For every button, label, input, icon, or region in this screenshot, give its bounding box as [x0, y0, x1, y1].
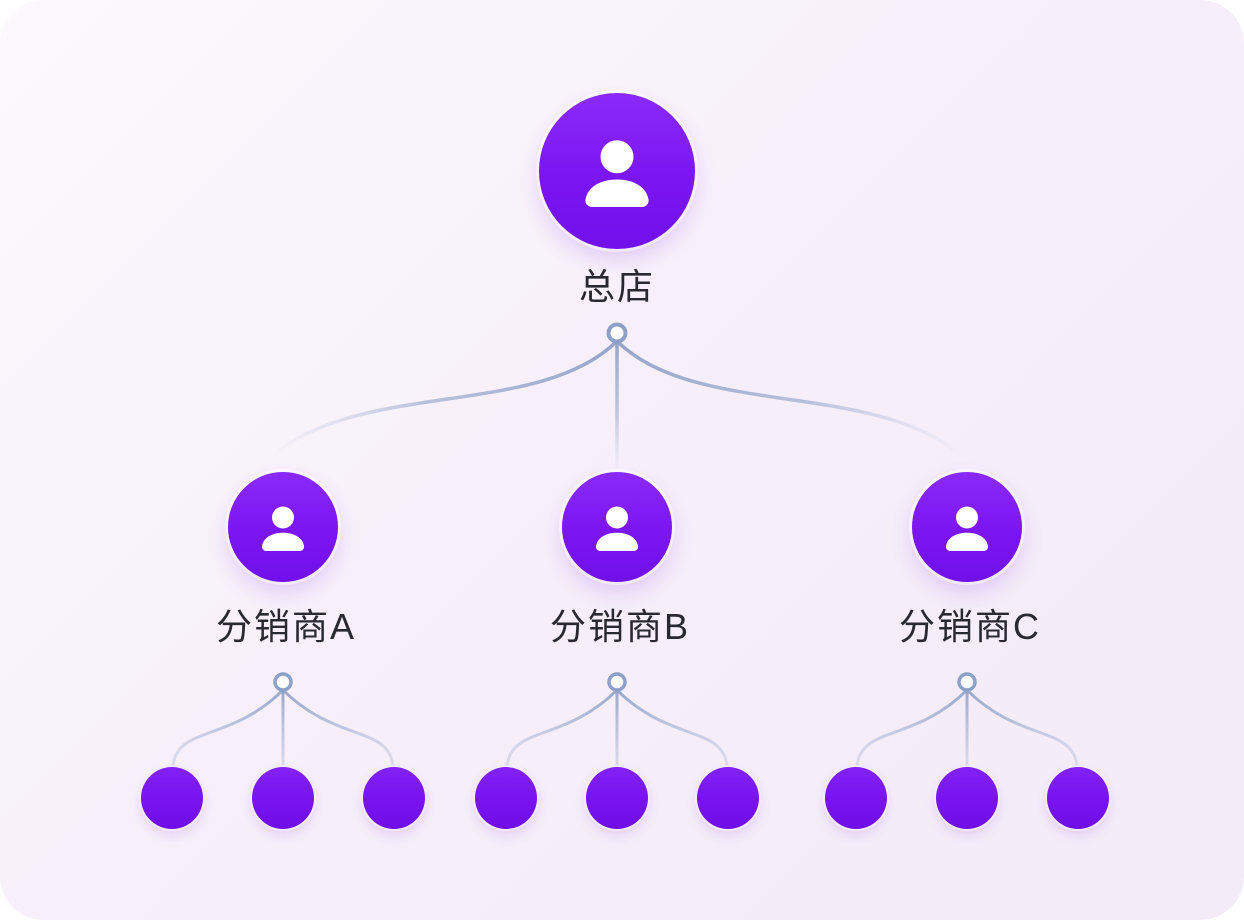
distributor-c-label: 分销商C	[899, 606, 1041, 647]
person-icon	[945, 506, 989, 551]
distributor-a-node	[228, 472, 338, 582]
leaf-node	[363, 767, 425, 829]
distributor-a-branch-lines	[171, 688, 395, 770]
person-icon	[595, 506, 639, 551]
leaf-node	[936, 767, 998, 829]
leaf-node	[475, 767, 537, 829]
distributor-c-branch-lines	[855, 688, 1079, 770]
root-branch-lines	[270, 339, 964, 468]
leaf-node	[697, 767, 759, 829]
leaf-node	[825, 767, 887, 829]
person-icon	[261, 506, 305, 551]
distributor-b-junction-dot	[607, 672, 627, 692]
distributor-c-junction-dot	[957, 672, 977, 692]
distributor-c-node	[912, 472, 1022, 582]
root-node-label: 总店	[578, 266, 656, 307]
distributor-b-node	[562, 472, 672, 582]
distributor-a-label: 分销商A	[215, 606, 357, 647]
distributor-b-branch-lines	[505, 688, 729, 770]
leaf-node	[252, 767, 314, 829]
leaf-node	[1047, 767, 1109, 829]
distributor-a-junction-dot	[273, 672, 293, 692]
leaf-node	[141, 767, 203, 829]
distributor-b-label: 分销商B	[549, 606, 691, 647]
root-junction-dot	[606, 322, 628, 344]
root-node	[539, 93, 695, 249]
leaf-node	[586, 767, 648, 829]
person-icon	[585, 140, 649, 207]
